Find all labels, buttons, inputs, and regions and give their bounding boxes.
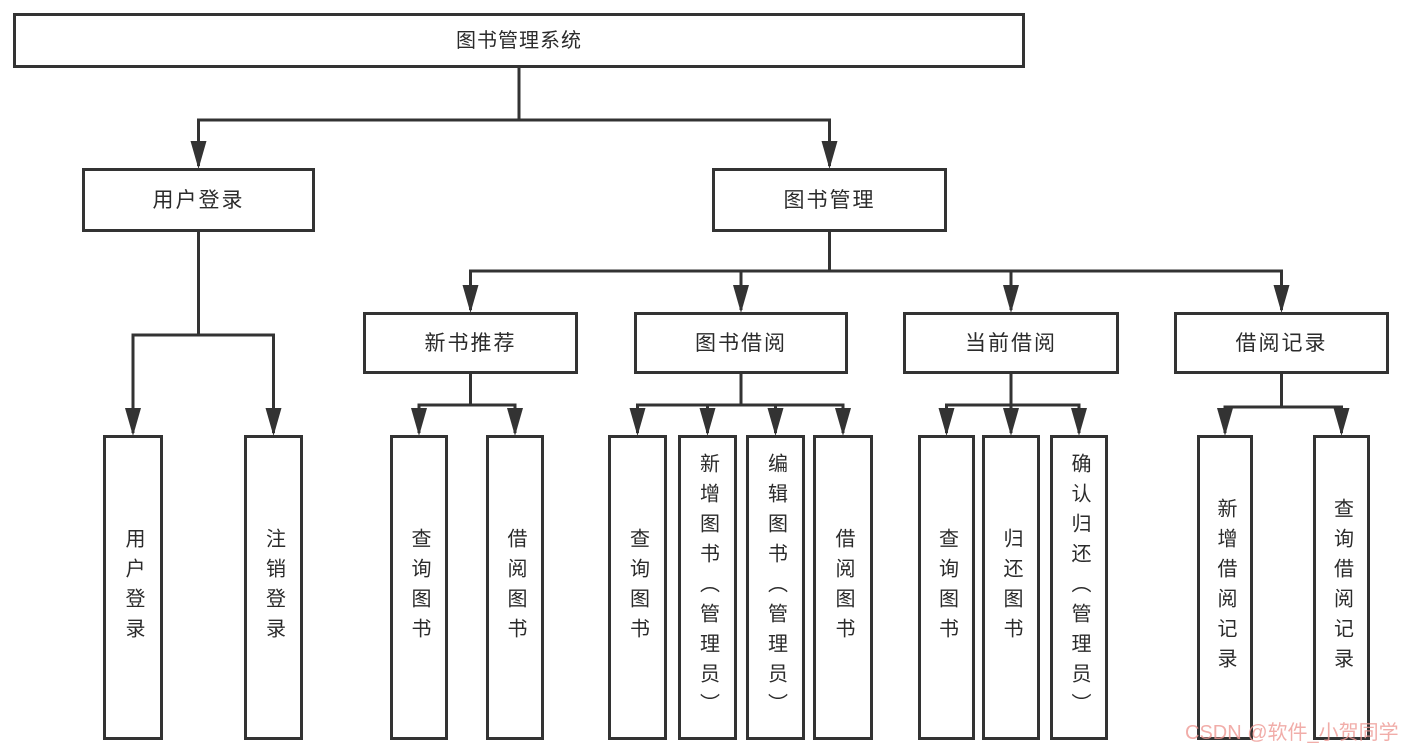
node-leaf-borrow-book: 借阅图书 bbox=[813, 435, 873, 740]
node-borrow-record-label: 借阅记录 bbox=[1235, 331, 1328, 355]
node-book-borrow-label: 图书借阅 bbox=[695, 331, 787, 355]
node-leaf-return-book: 归还图书 bbox=[982, 435, 1040, 740]
node-leaf-edit-book-admin: 编辑图书（管理员） bbox=[746, 435, 805, 740]
node-book-management-label: 图书管理 bbox=[783, 188, 876, 212]
node-new-book-recommend: 新书推荐 bbox=[363, 312, 578, 374]
node-leaf-query-borrow-record: 查询借阅记录 bbox=[1313, 435, 1370, 740]
node-leaf-query-book-borrow: 查询图书 bbox=[608, 435, 667, 740]
csdn-watermark: CSDN @软件_小贺同学 bbox=[1185, 722, 1399, 744]
node-leaf-add-borrow-record: 新增借阅记录 bbox=[1197, 435, 1253, 740]
node-leaf-query-borrow-record-label: 查询借阅记录 bbox=[1330, 497, 1353, 678]
node-leaf-query-book-borrow-label: 查询图书 bbox=[626, 527, 649, 648]
node-leaf-query-book-current: 查询图书 bbox=[918, 435, 975, 740]
node-user-login-group-label: 用户登录 bbox=[152, 188, 245, 212]
node-leaf-query-book-current-label: 查询图书 bbox=[935, 527, 958, 648]
connector-strokes bbox=[131, 68, 1343, 433]
node-leaf-user-login-label: 用户登录 bbox=[122, 527, 144, 648]
node-root-label: 图书管理系统 bbox=[456, 29, 582, 52]
node-leaf-logout-label: 注销登录 bbox=[262, 527, 285, 648]
node-leaf-borrow-book-recommend-label: 借阅图书 bbox=[504, 527, 526, 648]
node-leaf-add-book-admin-label: 新增图书（管理员） bbox=[696, 452, 719, 723]
node-root-system: 图书管理系统 bbox=[13, 13, 1025, 68]
node-leaf-logout: 注销登录 bbox=[244, 435, 303, 740]
node-current-borrow: 当前借阅 bbox=[903, 312, 1119, 374]
node-book-management: 图书管理 bbox=[712, 168, 947, 232]
node-current-borrow-label: 当前借阅 bbox=[965, 331, 1057, 355]
node-user-login-group: 用户登录 bbox=[82, 168, 315, 232]
node-leaf-return-book-label: 归还图书 bbox=[1000, 527, 1022, 648]
node-borrow-record: 借阅记录 bbox=[1174, 312, 1389, 374]
arrowheads bbox=[125, 141, 1350, 436]
node-book-borrow: 图书借阅 bbox=[634, 312, 848, 374]
node-new-book-recommend-label: 新书推荐 bbox=[424, 331, 517, 355]
node-leaf-user-login: 用户登录 bbox=[103, 435, 163, 740]
node-leaf-query-book-recommend-label: 查询图书 bbox=[408, 527, 430, 648]
node-leaf-add-book-admin: 新增图书（管理员） bbox=[678, 435, 737, 740]
node-leaf-confirm-return-admin-label: 确认归还（管理员） bbox=[1068, 452, 1090, 723]
node-leaf-borrow-book-recommend: 借阅图书 bbox=[486, 435, 544, 740]
node-leaf-add-borrow-record-label: 新增借阅记录 bbox=[1214, 497, 1236, 678]
node-leaf-query-book-recommend: 查询图书 bbox=[390, 435, 448, 740]
node-leaf-borrow-book-label: 借阅图书 bbox=[832, 527, 854, 648]
node-leaf-edit-book-admin-label: 编辑图书（管理员） bbox=[764, 452, 787, 723]
node-leaf-confirm-return-admin: 确认归还（管理员） bbox=[1050, 435, 1108, 740]
